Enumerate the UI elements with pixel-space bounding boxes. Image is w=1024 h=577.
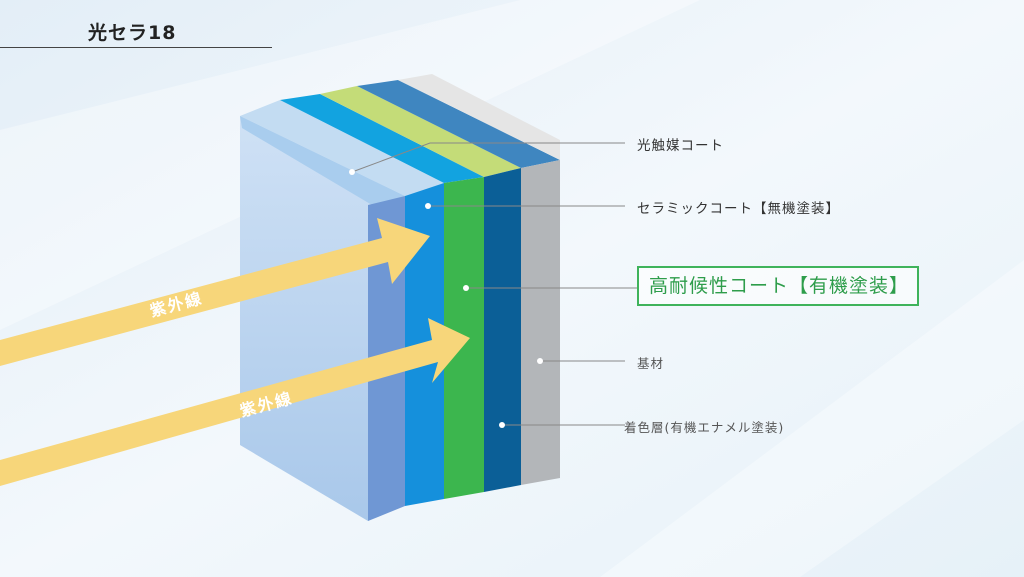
label-photocatalyst: 光触媒コート (637, 138, 724, 154)
title-divider (0, 47, 272, 48)
label-base: 基材 (637, 356, 665, 371)
highlight-box (637, 266, 919, 306)
uv-arrow-bottom-glow (440, 330, 470, 360)
color-layer-side (484, 168, 521, 492)
leader-dot-color (499, 422, 505, 428)
base-layer-top (398, 74, 560, 160)
leader-dot-photocatalyst (349, 169, 355, 175)
block-front-face (240, 116, 405, 521)
uv-arrow-top (0, 218, 430, 366)
background-light-streak (600, 260, 1024, 577)
uv-arrow-top-glow (395, 228, 430, 262)
uv-arrow-bottom (0, 318, 470, 486)
base-layer-side (521, 160, 560, 485)
label-weather: 高耐候性コート【有機塗装】 (649, 275, 910, 297)
photocatalyst-layer-top (240, 100, 444, 196)
leader-dot-weather (463, 285, 469, 291)
ceramic-layer-top (280, 94, 484, 183)
weather-layer-top (320, 86, 521, 177)
leader-dot-ceramic (425, 203, 431, 209)
photocatalyst-layer-top-edge (240, 116, 405, 205)
label-ceramic: セラミックコート【無機塗装】 (637, 201, 840, 217)
leader-dot-base (537, 358, 543, 364)
page-title: 光セラ18 (88, 22, 177, 44)
label-color: 着色層(有機エナメル塗装) (624, 420, 785, 435)
leader-photocatalyst (351, 142, 625, 173)
color-layer-top (357, 80, 560, 168)
